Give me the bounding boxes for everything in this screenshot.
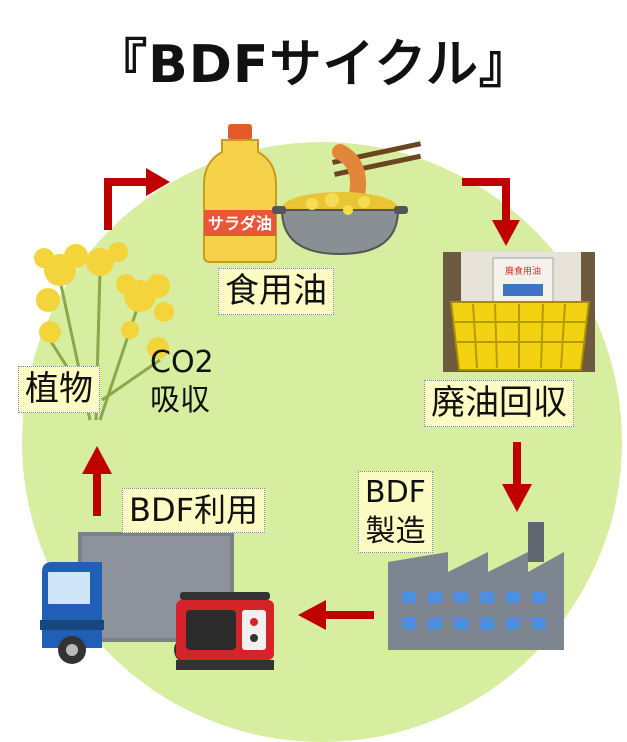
salad-oil-bottle-icon: サラダ油 [203,124,277,263]
co2-line2: 吸収 [150,382,210,418]
label-bdf-production: BDF 製造 [358,471,433,553]
co2-absorption-text: CO2 吸収 [150,344,214,419]
rapeseed-flower-icon [34,242,174,421]
arrow-collection-to-production [502,442,532,512]
svg-text:廃食用油: 廃食用油 [505,265,541,277]
factory-icon [388,522,564,650]
label-cooking-oil: 食用油 [218,268,334,316]
oil-bottle-label: サラダ油 [208,214,272,233]
arrow-use-to-plants [82,446,112,516]
page-title: 『BDFサイクル』 [95,35,532,95]
arrow-plants-to-oil [104,168,170,230]
co2-line1: CO2 [150,345,214,380]
label-plants: 植物 [18,366,100,414]
label-bdf-production-line1: BDF [365,475,426,510]
frying-pot-icon [272,141,422,256]
label-waste-oil-collection: 廃油回収 [424,380,574,428]
arrow-production-to-use [298,600,374,630]
label-bdf-production-line2: 製造 [365,514,426,549]
generator-icon [176,592,274,670]
arrow-oil-to-collection [462,178,520,246]
waste-oil-bin-icon: 廃食用油 [443,252,595,372]
label-bdf-use: BDF利用 [122,488,266,534]
